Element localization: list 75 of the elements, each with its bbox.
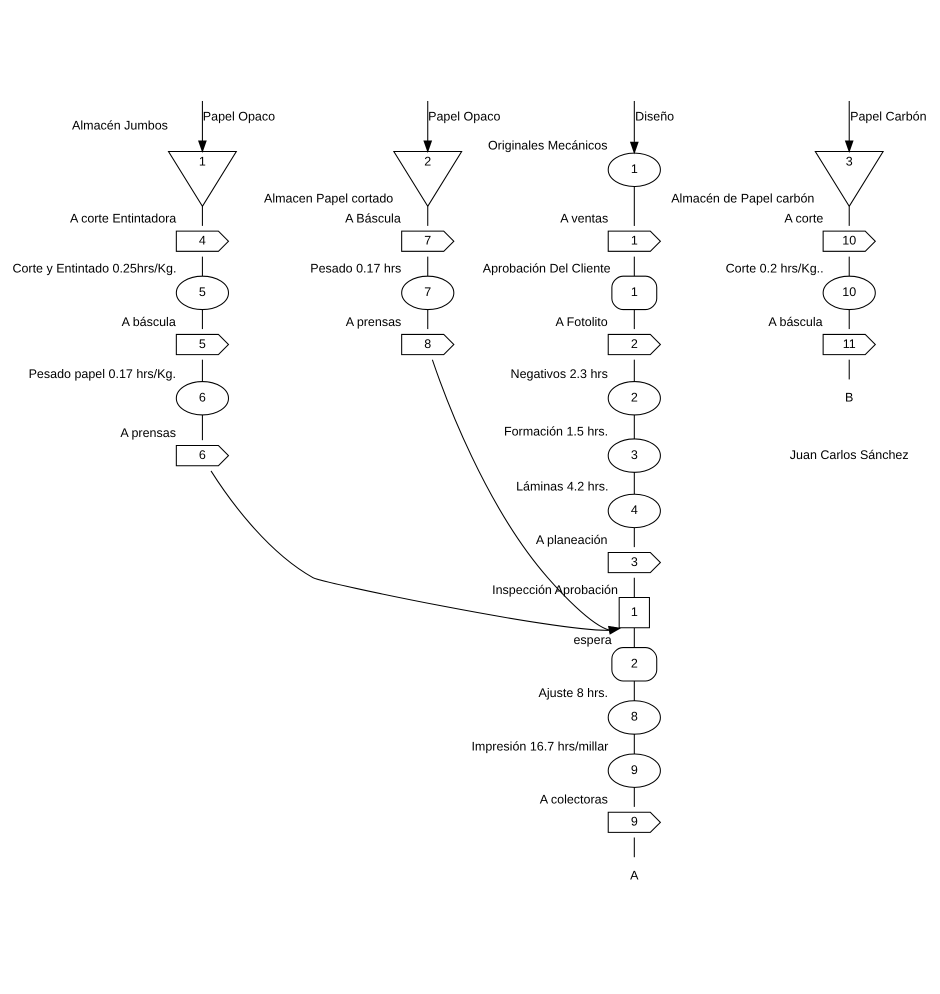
connector: [848, 359, 850, 379]
connector: [427, 206, 428, 226]
connector: [202, 359, 203, 381]
node-label: A báscula: [768, 314, 823, 328]
connector: [634, 359, 635, 381]
node-box: 1: [618, 596, 650, 628]
connector: [427, 256, 428, 276]
node-label: A Fotolito: [556, 314, 608, 328]
node-label: Impresión 16.7 hrs/millar: [471, 738, 608, 753]
node-label: Pesado 0.17 hrs: [310, 261, 402, 276]
node-label: A corte Entintadora: [70, 211, 176, 226]
node-label: Pesado papel 0.17 hrs/Kg.: [28, 366, 176, 381]
node-label: A prensas: [120, 425, 176, 440]
node-label: A corte: [784, 211, 824, 226]
connector: [634, 472, 635, 494]
connector: [634, 309, 635, 329]
node-label: espera: [573, 632, 612, 647]
node-box: 1: [611, 275, 658, 310]
connector: [202, 309, 203, 329]
connector: [634, 256, 635, 276]
node-label: Aprobación Del Cliente: [482, 261, 611, 276]
node-label: Formación 1.5 hrs.: [504, 424, 608, 438]
connector: [848, 206, 850, 226]
node-ellipse: 10: [822, 275, 876, 310]
node-ellipse: 9: [608, 752, 661, 788]
connector: [634, 680, 635, 700]
arrow: [630, 100, 639, 154]
edge-label: Diseño: [635, 108, 674, 123]
connector: [634, 527, 635, 547]
arrow: [198, 100, 207, 152]
label: Juan Carlos Sánchez: [790, 447, 909, 462]
node-label: Originales Mecánicos: [488, 138, 608, 152]
arrow: [423, 100, 432, 152]
node-ellipse: 5: [176, 275, 230, 310]
node-label: Almacén de Papel carbón: [671, 191, 814, 206]
node-text: A: [630, 868, 638, 882]
edge-label: Papel Opaco: [202, 108, 276, 123]
connector: [202, 206, 203, 226]
node-ellipse: 4: [608, 493, 661, 528]
node-ellipse: 3: [608, 438, 661, 472]
node-ellipse: 2: [608, 380, 661, 415]
node-label: Negativos 2.3 hrs: [510, 366, 608, 381]
arrow: [844, 100, 854, 152]
connector: [634, 414, 635, 438]
connector: [634, 186, 635, 226]
node-ellipse: 7: [401, 275, 454, 310]
connector: [634, 628, 635, 647]
edge-label: Papel Carbón: [850, 108, 927, 123]
node-label: A prensas: [346, 314, 402, 328]
connector: [634, 836, 635, 857]
connector: [202, 414, 203, 440]
connector: [848, 256, 850, 276]
node-label: Láminas 4.2 hrs.: [516, 479, 609, 494]
node-text: B: [845, 390, 854, 404]
edge-label: Papel Opaco: [428, 108, 500, 123]
connector: [634, 577, 635, 597]
node-label: Almacén Jumbos: [72, 118, 168, 132]
node-label: A ventas: [560, 211, 608, 226]
node-label: A Báscula: [345, 211, 401, 226]
node-ellipse: 6: [176, 380, 230, 415]
node-label: Ajuste 8 hrs.: [538, 686, 608, 700]
connector: [848, 309, 850, 329]
connector: [202, 256, 203, 276]
node-label: Corte y Entintado 0.25hrs/Kg.: [12, 261, 176, 276]
node-label: A colectoras: [540, 792, 608, 806]
node-label: Almacen Papel cortado: [264, 191, 394, 206]
connector: [427, 309, 428, 329]
node-ellipse: 1: [608, 152, 661, 186]
connector: [634, 786, 635, 806]
node-label: Corte 0.2 hrs/Kg..: [726, 261, 824, 276]
node-box: 2: [611, 646, 658, 681]
node-label: A planeación: [536, 532, 608, 546]
node-label: A báscula: [122, 314, 176, 328]
node-ellipse: 8: [608, 700, 661, 734]
connector: [634, 734, 635, 754]
